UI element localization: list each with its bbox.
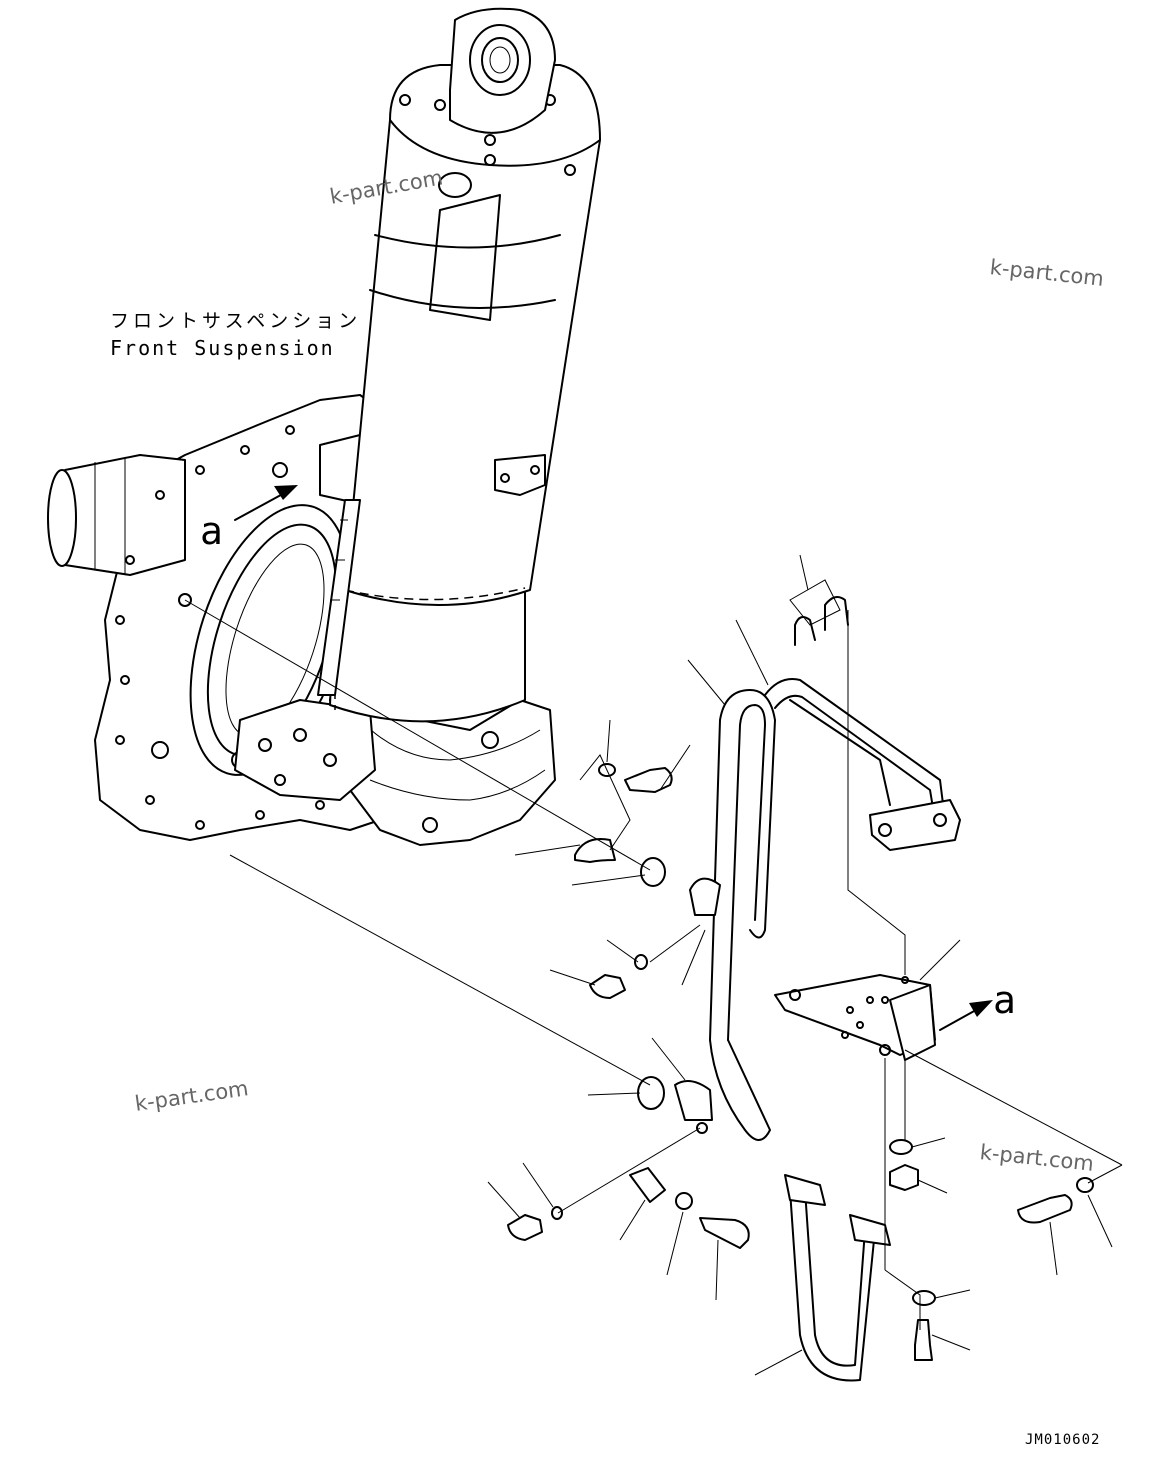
title-english: Front Suspension [110,336,335,360]
view-arrow-a-right [939,1000,993,1031]
title-japanese: フロントサスペンション [110,310,362,332]
suspension-cylinder [317,7,601,723]
u-clamps [789,579,849,646]
wheel-hub-assembly [47,394,556,846]
view-label-a-left: a [200,509,223,553]
view-arrow-a-left [234,485,298,521]
view-label-a-right: a [993,978,1016,1022]
hardware-parts [507,763,1094,1361]
drawing-code: JM010602 [1025,1432,1101,1448]
brake-tubes [674,678,961,1141]
leader-lines [184,554,1123,1376]
loop-tube [784,1174,891,1382]
mounting-bracket [774,974,936,1061]
